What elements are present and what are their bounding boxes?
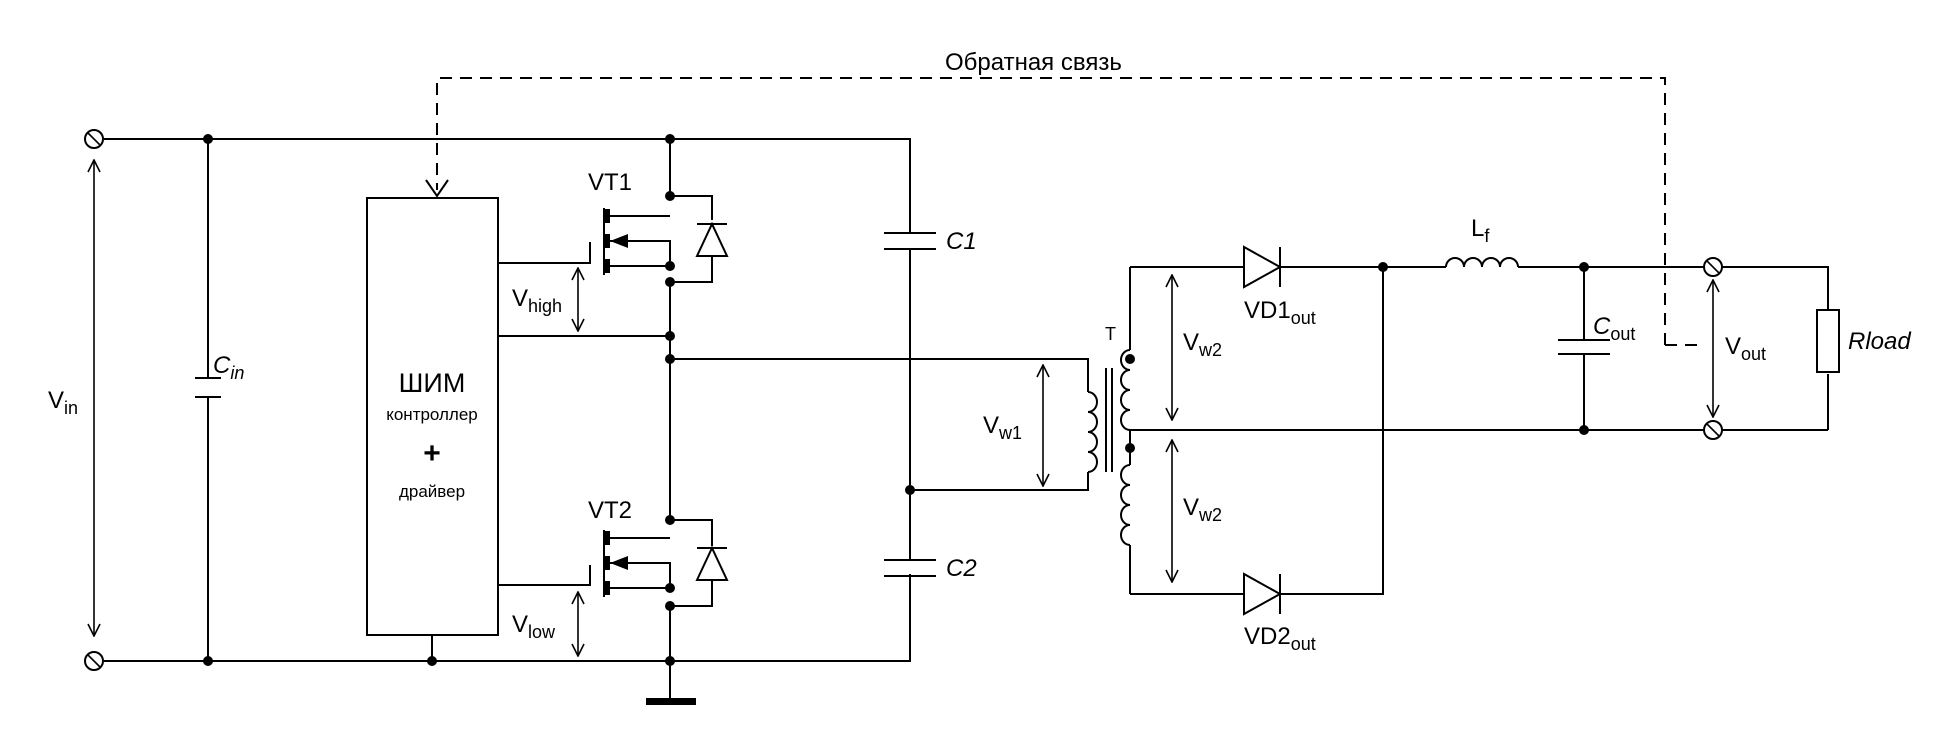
input-terminal-bottom (84, 651, 104, 671)
vt2-label: VT2 (588, 497, 632, 524)
c2-capacitor (884, 490, 936, 577)
vd1-label: VD1out (1244, 297, 1316, 328)
input-rails (94, 138, 911, 662)
controller-line2: контроллер (386, 405, 478, 424)
feedback-label: Обратная связь (945, 49, 1122, 76)
vd2-label: VD2out (1244, 623, 1316, 654)
vd1-diode (1243, 245, 1383, 289)
rload-label: Rload (1848, 328, 1911, 355)
input-terminal-top (84, 129, 104, 149)
c1-label: C1 (946, 228, 977, 255)
vt1-label: VT1 (588, 169, 632, 196)
feedback-path: Обратная связь (425, 49, 1702, 346)
cin-label: Cin (213, 352, 244, 383)
midpoint-wire (670, 358, 1089, 392)
transformer-label: T (1105, 324, 1116, 344)
ground-symbol (646, 661, 696, 705)
cout-capacitor (1558, 267, 1610, 430)
output-terminal-top (1703, 257, 1723, 277)
output-terminal-bottom (1703, 420, 1723, 440)
pwm-controller-block: ШИМ контроллер + драйвер (366, 197, 499, 661)
lf-label: Lf (1471, 215, 1490, 246)
c-midpoint-wire (910, 472, 1089, 491)
c1-capacitor (884, 226, 936, 490)
vt1-transistor (603, 195, 729, 283)
cout-label: Cout (1593, 313, 1635, 344)
controller-plus: + (423, 437, 441, 470)
vw2-top-label: Vw2 (1183, 329, 1222, 360)
vout-label: Vout (1725, 333, 1766, 364)
vw2-bottom-label: Vw2 (1183, 494, 1222, 525)
junction-dots (203, 134, 1589, 666)
transformer (1087, 267, 1131, 594)
gate-high-wire (498, 242, 591, 264)
controller-title: ШИМ (399, 368, 466, 398)
gate-low-wire (498, 565, 591, 586)
lf-inductor (1383, 257, 1702, 268)
vd2-diode (1243, 267, 1384, 616)
controller-line3: драйвер (399, 482, 465, 501)
vlow-label: Vlow (512, 611, 556, 642)
vin-label: Vin (48, 387, 78, 418)
c2-label: C2 (946, 555, 977, 582)
vhigh-label: Vhigh (512, 285, 562, 316)
vt2-transistor (603, 519, 729, 607)
vw1-label: Vw1 (983, 412, 1022, 443)
rload-resistor (1816, 309, 1840, 373)
